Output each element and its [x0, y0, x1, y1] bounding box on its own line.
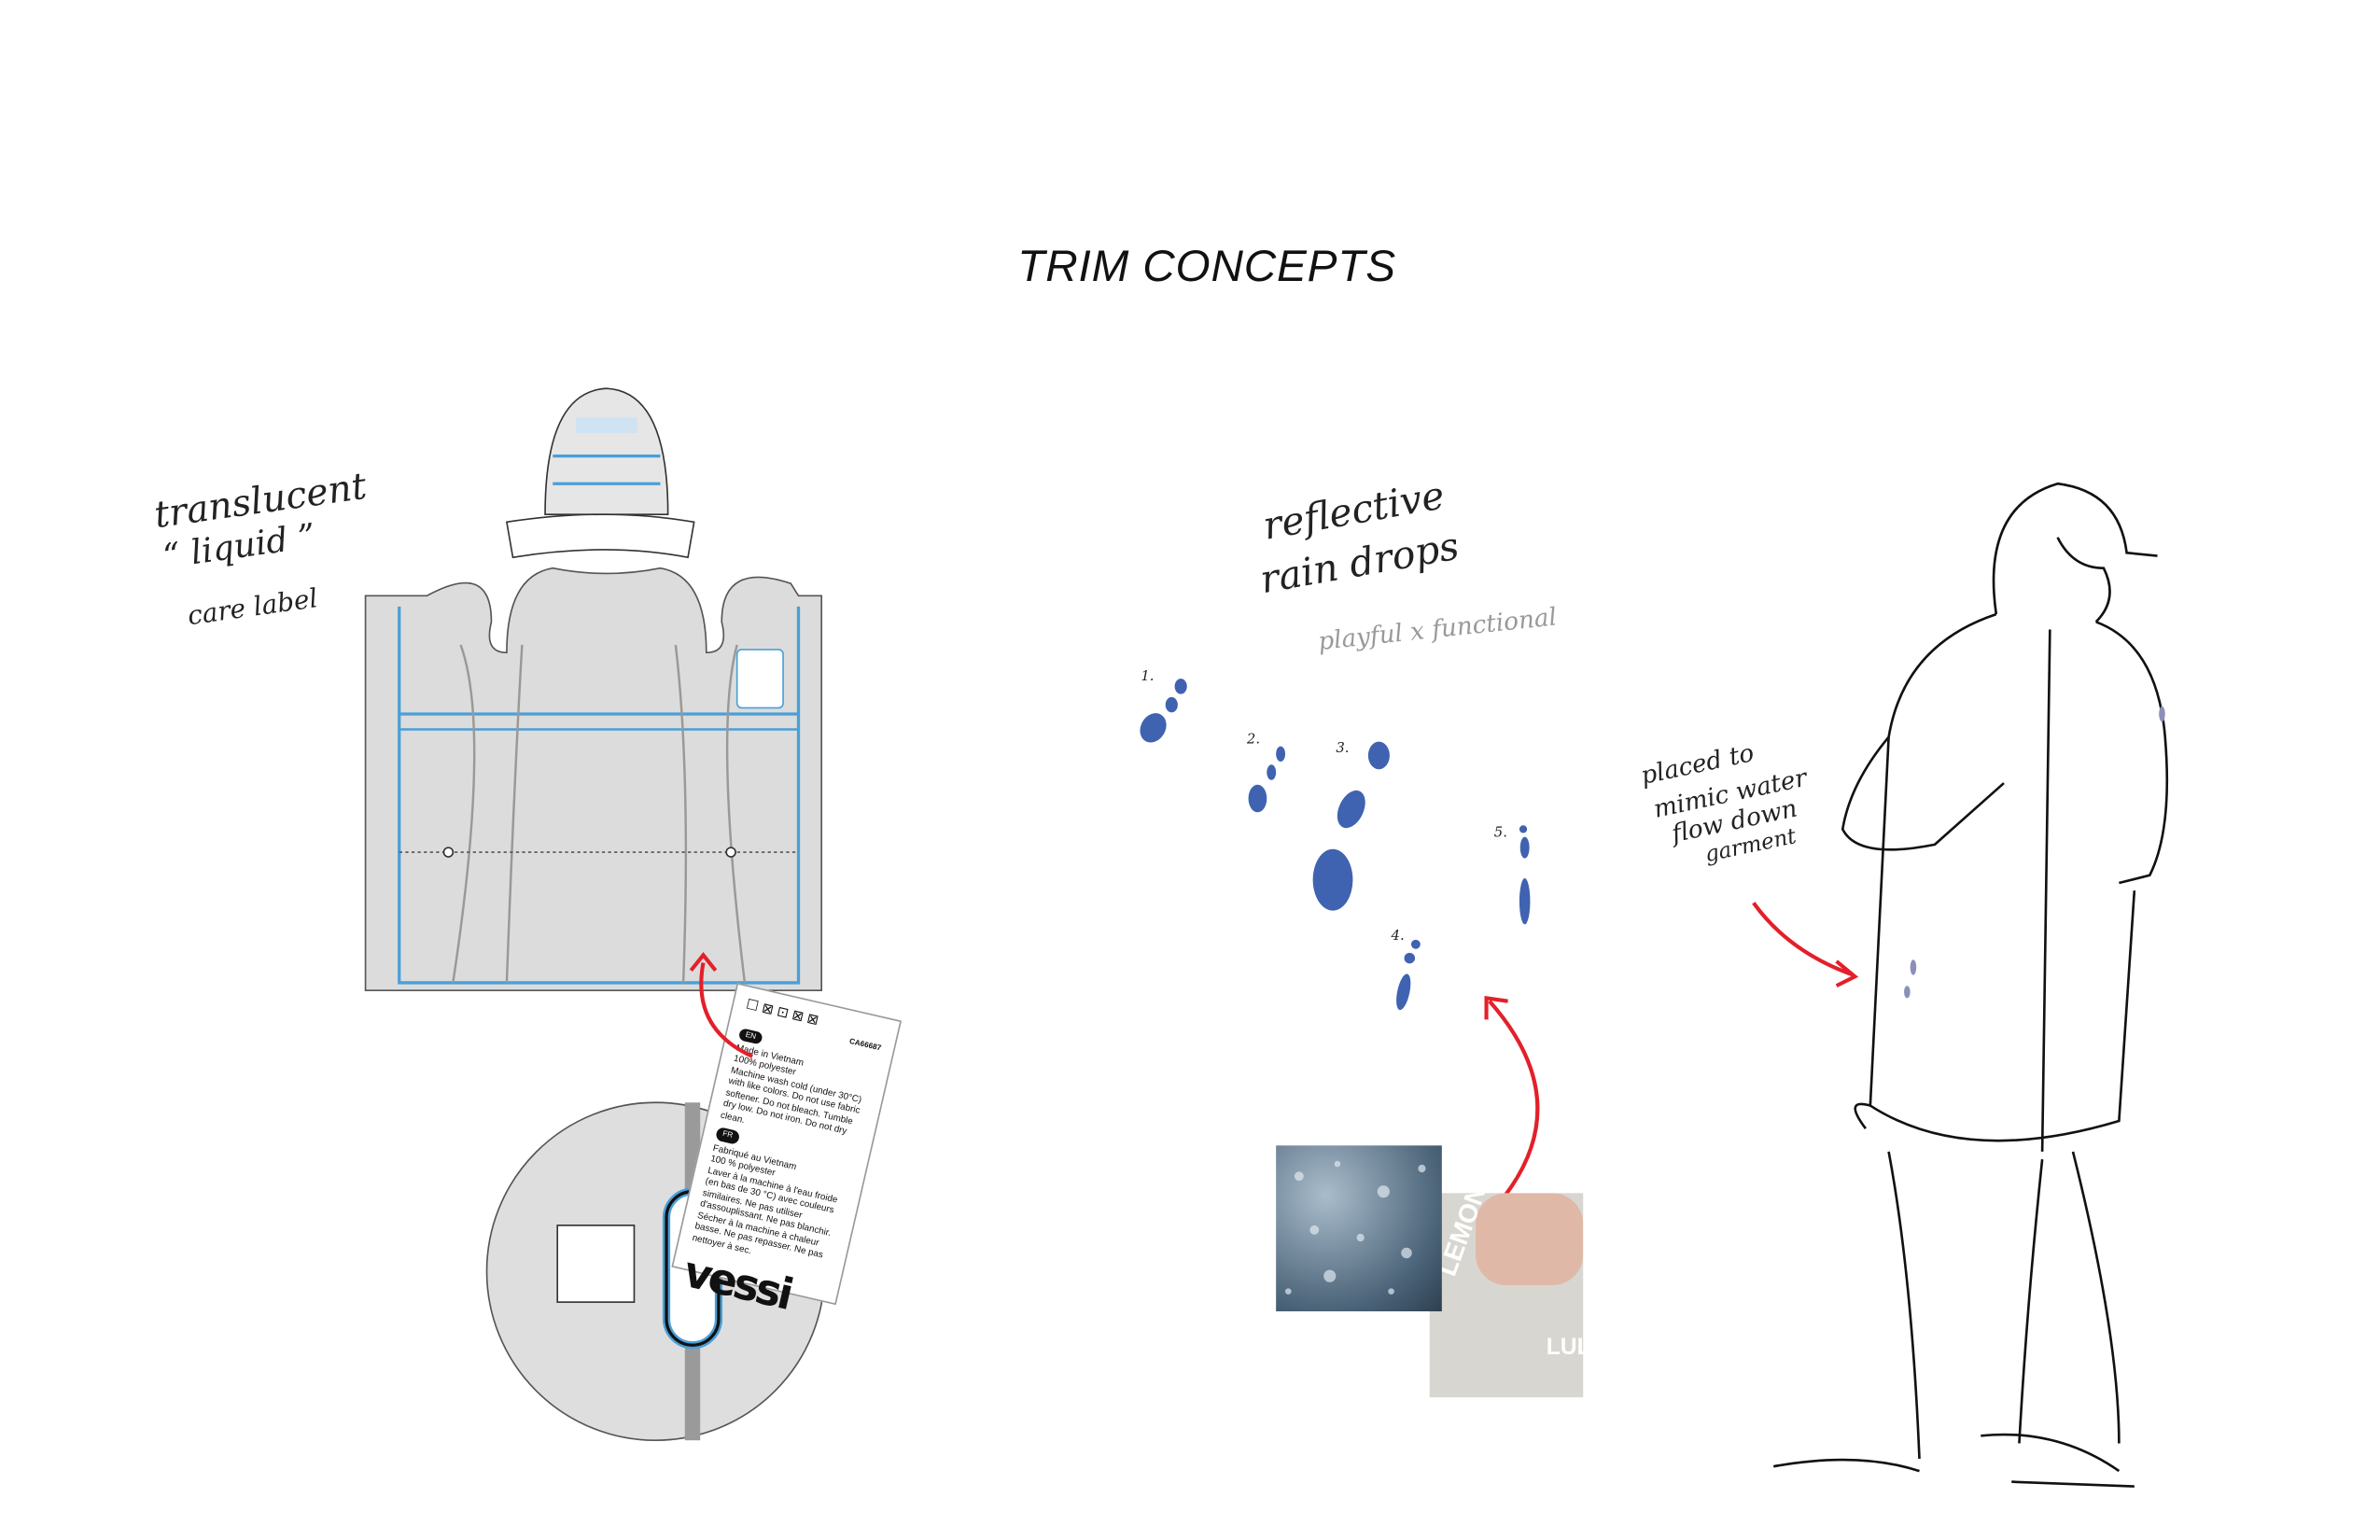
drop-set-1 [1140, 679, 1187, 743]
drop-set-5 [1519, 825, 1531, 925]
drop-number-3: 3. [1336, 741, 1350, 758]
arrow-to-drops [1488, 1000, 1540, 1207]
raincoat-figure-sketch [1772, 482, 2169, 1488]
drop-set-3 [1312, 741, 1390, 911]
arrow-to-jacket [699, 962, 753, 1058]
drop-number-5: 5. [1493, 826, 1507, 842]
droplets-texture [1285, 1160, 1426, 1295]
drop-number-4: 4. [1391, 929, 1405, 945]
drop-number-1: 1. [1141, 669, 1155, 685]
drop-number-2: 2. [1246, 732, 1261, 749]
drop-set-4 [1396, 939, 1421, 1011]
arm-shape [1476, 1193, 1584, 1286]
drop-set-2 [1248, 746, 1286, 813]
reference-photo-sleeve: LEMON LUL [1429, 1193, 1584, 1398]
sleeve-text-lul: LUL [1546, 1334, 1583, 1361]
arrow-to-figure [1752, 902, 1855, 977]
page-title: TRIM CONCEPTS [1017, 242, 1396, 292]
jacket-flat-sketch [364, 387, 823, 991]
reference-photo-water-droplets [1276, 1145, 1442, 1312]
